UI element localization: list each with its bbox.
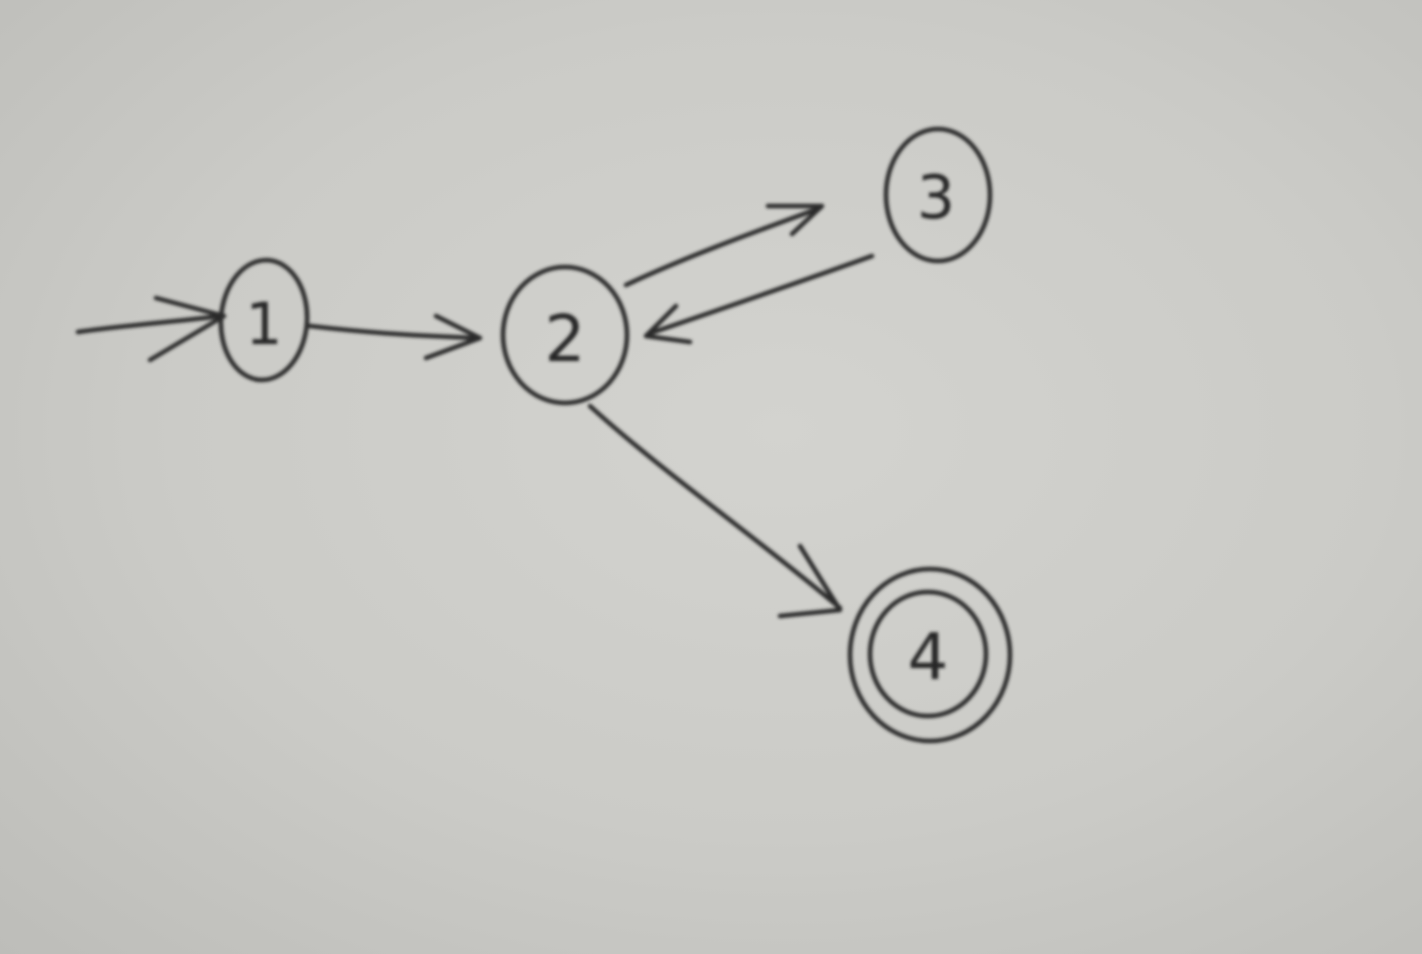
edge-2-to-3 <box>623 203 825 288</box>
start-arrow <box>75 295 227 363</box>
state-label-2: 2 <box>545 303 586 377</box>
edge-3-to-2 <box>643 253 875 345</box>
edge-1-to-2 <box>307 313 483 361</box>
edge-2-to-4 <box>587 403 843 619</box>
state-node-2: 2 <box>500 264 630 406</box>
state-node-3: 3 <box>883 126 993 264</box>
state-label-4: 4 <box>908 621 949 695</box>
state-label-3: 3 <box>917 163 955 233</box>
state-node-4-accepting: 4 <box>847 566 1013 744</box>
state-node-1: 1 <box>218 257 310 383</box>
state-label-1: 1 <box>246 290 283 358</box>
